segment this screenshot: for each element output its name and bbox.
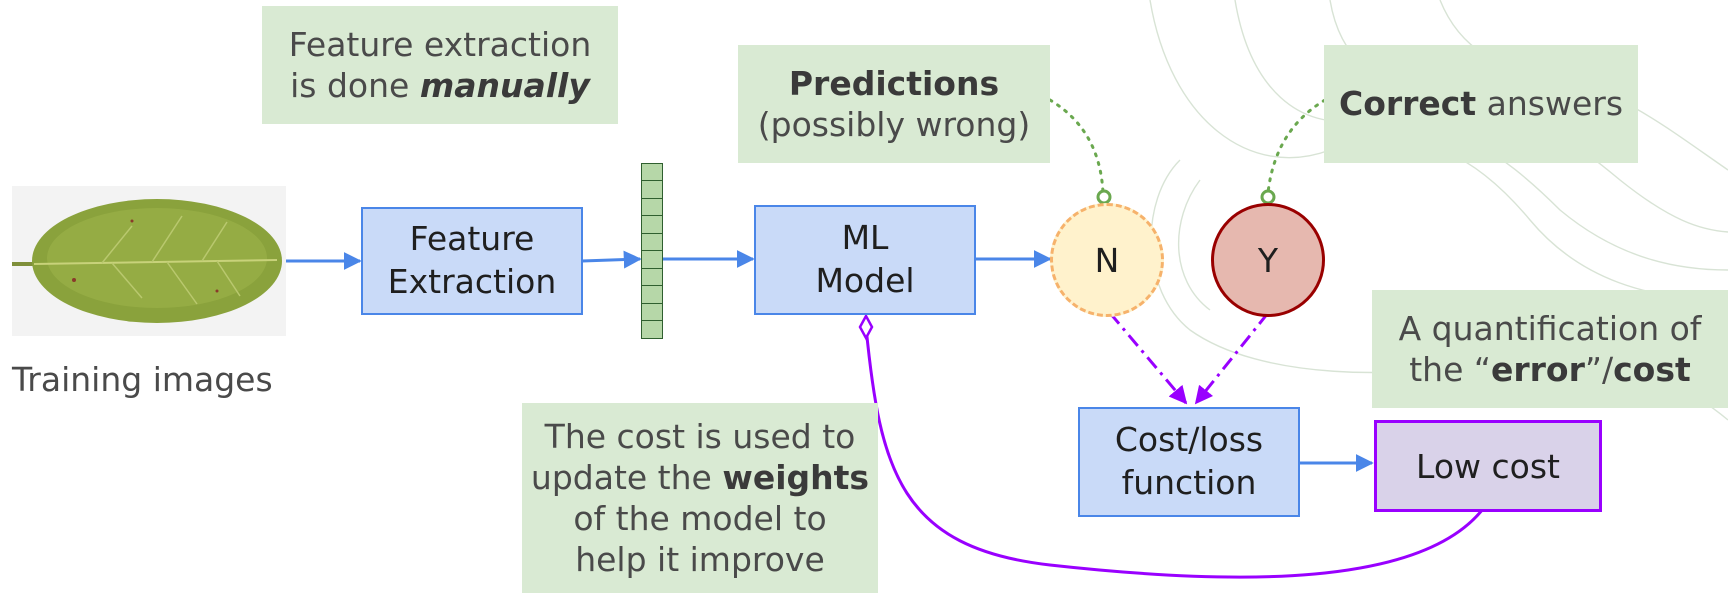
feature-extraction-line2: Extraction	[387, 262, 557, 301]
note-quant-line1: A quantification of	[1398, 308, 1702, 348]
callout-lines	[1048, 98, 1327, 195]
note-feature-pre: is done	[290, 66, 420, 105]
note-cost-line3: of the model to	[573, 499, 827, 538]
feature-vector-icon	[641, 162, 663, 356]
note-quant-cost: cost	[1613, 350, 1691, 389]
training-image	[12, 186, 286, 336]
note-correct-bold: Correct	[1338, 84, 1477, 124]
note-feature-extraction: Feature extraction is done manually	[262, 6, 618, 124]
cost-function-line1: Cost/loss	[1114, 420, 1264, 460]
note-cost-pre: update the	[530, 457, 723, 497]
ml-model-line2: Model	[815, 261, 915, 300]
note-correct-rest: answers	[1476, 84, 1624, 124]
note-feature-line1: Feature extraction	[288, 24, 592, 64]
feature-extraction-line1: Feature	[409, 219, 535, 259]
note-cost-line2: update the weights	[531, 457, 869, 498]
note-cost-line4: help it improve	[575, 540, 825, 580]
low-cost-scroll[interactable]: Low cost	[1374, 420, 1602, 512]
note-predictions-bold: Predictions	[788, 63, 1000, 103]
arrow-answer-to-cost	[1194, 312, 1270, 405]
callout-anchor-prediction	[1096, 189, 1112, 205]
feedback-diamond-icon	[858, 313, 874, 341]
arrow-prediction-to-cost	[1108, 312, 1188, 405]
note-quant-mid: ”/	[1584, 350, 1614, 389]
note-feature-manually: manually	[419, 66, 590, 105]
feature-extraction-box[interactable]: Feature Extraction	[361, 207, 583, 315]
answer-node[interactable]: Y	[1211, 203, 1325, 317]
feedback-curve	[864, 326, 1490, 579]
note-correct-line: Correct answers	[1339, 83, 1623, 124]
prediction-node[interactable]: N	[1050, 203, 1164, 317]
low-cost-label: Low cost	[1416, 446, 1560, 486]
note-predictions: Predictions (possibly wrong)	[738, 45, 1050, 163]
ml-model-box[interactable]: ML Model	[754, 205, 976, 315]
callout-anchor-answer	[1260, 189, 1276, 205]
note-feature-line2: is done manually	[290, 65, 590, 106]
note-cost-line1: The cost is used to	[544, 416, 856, 456]
prediction-node-label: N	[1094, 240, 1120, 280]
training-images-label: Training images	[12, 360, 273, 399]
callout-predictions	[1048, 98, 1105, 195]
flow-arrows	[286, 250, 1374, 472]
note-quantification: A quantification of the “error”/cost	[1372, 290, 1728, 408]
note-correct-answers: Correct answers	[1324, 45, 1638, 163]
note-quant-pre: the “	[1409, 350, 1491, 389]
ml-model-line1: ML	[841, 218, 889, 258]
note-cost-update: The cost is used to update the weights o…	[522, 403, 878, 593]
note-quant-line2: the “error”/cost	[1409, 349, 1691, 390]
callout-correct	[1266, 98, 1327, 195]
note-quant-error: error	[1490, 350, 1585, 389]
arrow-extraction-to-vector	[581, 250, 642, 269]
cost-inputs	[1108, 312, 1270, 405]
note-cost-weights: weights	[722, 457, 870, 497]
answer-node-label: Y	[1257, 240, 1279, 280]
cost-function-line2: function	[1121, 463, 1257, 502]
note-predictions-rest: (possibly wrong)	[757, 105, 1031, 144]
cost-function-box[interactable]: Cost/loss function	[1078, 407, 1300, 517]
